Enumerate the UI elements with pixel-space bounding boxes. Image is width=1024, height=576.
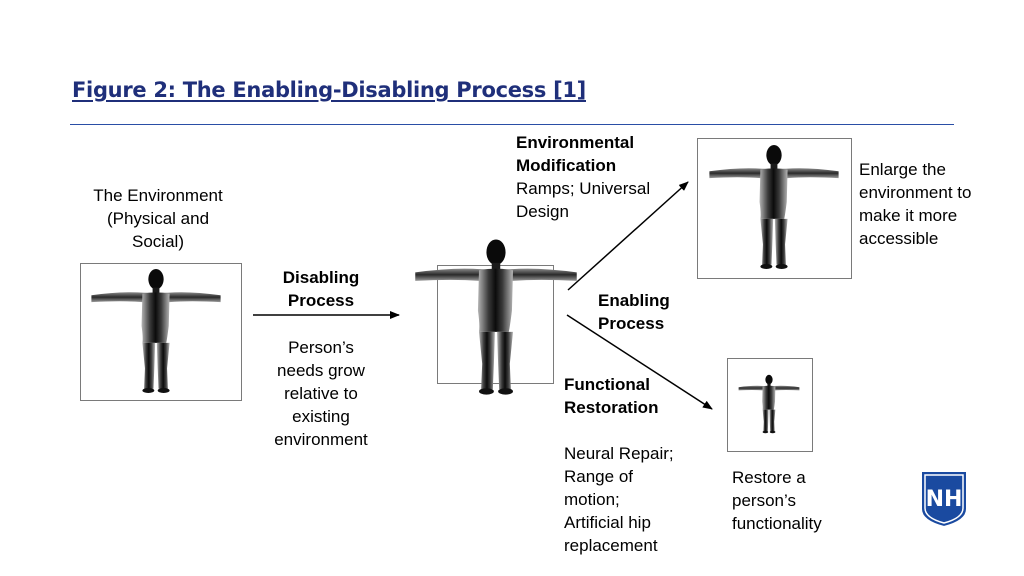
restore-line: functionality <box>732 514 822 533</box>
functional-desc-line: Range of <box>564 467 633 486</box>
title-divider <box>70 124 954 125</box>
environment-line-3: Social) <box>132 232 184 251</box>
disabling-desc-line: relative to <box>284 384 358 403</box>
disabling-desc-line: existing <box>292 407 350 426</box>
enabling-title-1: Enabling <box>598 291 670 310</box>
enlarge-line: environment to <box>859 183 972 202</box>
env-mod-title-2: Modification <box>516 156 617 175</box>
disabling-desc-line: Person’s <box>288 338 354 357</box>
functional-desc-line: replacement <box>564 536 658 555</box>
enlarge-environment-text: Enlarge the environment to make it more … <box>859 158 971 250</box>
enlarge-line: Enlarge the <box>859 160 946 179</box>
environment-label: The Environment (Physical and Social) <box>78 184 238 253</box>
functional-title-2: Restoration <box>564 398 659 417</box>
restore-line: Restore a <box>732 468 806 487</box>
functional-desc-line: Artificial hip <box>564 513 651 532</box>
enabling-title-2: Process <box>598 314 665 333</box>
disabling-process-label: Disabling Process <box>256 266 386 312</box>
environmental-modification-arrow <box>567 181 689 291</box>
functional-restoration-label: Functional Restoration Neural Repair; Ra… <box>564 373 674 557</box>
functional-desc-line: motion; <box>564 490 620 509</box>
enabling-process-label: Enabling Process <box>598 289 670 335</box>
functional-title-1: Functional <box>564 375 650 394</box>
disabling-title-2: Process <box>287 291 355 310</box>
restore-line: person’s <box>732 491 796 510</box>
figure-title: Figure 2: The Enabling-Disabling Process… <box>72 78 586 102</box>
logo-text: NH <box>926 487 963 512</box>
restore-functionality-text: Restore a person’s functionality <box>732 466 822 535</box>
environment-line-2: (Physical and <box>106 209 210 228</box>
disabling-description: Person’s needs grow relative to existing… <box>256 336 386 451</box>
env-mod-title-1: Environmental <box>516 133 635 152</box>
disabling-desc-line: needs grow <box>277 361 365 380</box>
disabling-desc-line: environment <box>274 430 368 449</box>
env-mod-desc-2: Design <box>516 202 569 221</box>
enlarge-line: accessible <box>859 229 939 248</box>
functional-desc-line: Neural Repair; <box>564 444 674 463</box>
disabling-title-1: Disabling <box>282 268 360 287</box>
env-mod-desc-1: Ramps; Universal <box>516 179 651 198</box>
environmental-modification-label: Environmental Modification Ramps; Univer… <box>516 131 650 223</box>
functional-restoration-arrow <box>566 314 713 410</box>
environment-line-1: The Environment <box>93 186 223 205</box>
unh-logo: NH <box>920 470 968 529</box>
enlarge-line: make it more <box>859 206 958 225</box>
